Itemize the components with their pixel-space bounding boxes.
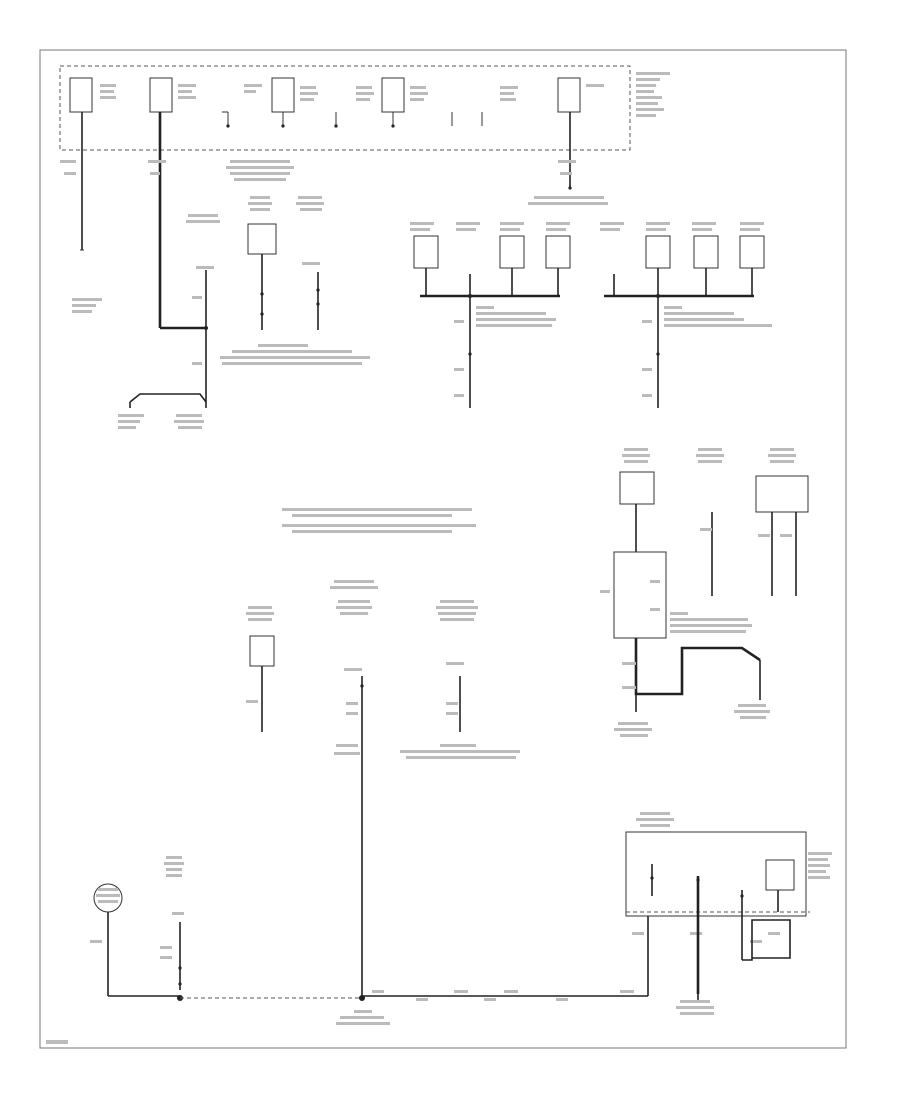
top-component-3 [271, 77, 295, 113]
top-component-group [59, 65, 670, 151]
wire-mid-route [634, 638, 761, 696]
sensor-box-1 [619, 471, 655, 505]
connector-r2 [499, 235, 525, 269]
top-component-4 [381, 77, 405, 113]
top-harness-outline [59, 65, 631, 151]
sensor-box-3 [755, 475, 809, 513]
relay-box-upper [247, 223, 277, 255]
center-lower-group [246, 580, 520, 998]
connector-r6 [739, 235, 765, 269]
page-tag [46, 1040, 68, 1044]
ground-bus [108, 990, 699, 1025]
harness-box-mid [613, 551, 667, 639]
top-component-2 [149, 77, 173, 113]
bottom-right-module [625, 812, 832, 1015]
right-upper-branch [410, 112, 772, 408]
wire-ground-split [129, 393, 207, 403]
relay-box-lower [249, 635, 275, 667]
connector-r4 [645, 235, 671, 269]
connector-r3 [545, 235, 571, 269]
center-upper-group [186, 160, 370, 365]
ground-point-center [359, 995, 365, 1001]
connector-r5 [693, 235, 719, 269]
top-component-1 [69, 77, 93, 113]
notes-block [282, 508, 476, 533]
left-upper-wires [60, 112, 208, 429]
bottom-left-group [90, 856, 184, 1001]
module-connector [765, 859, 795, 891]
right-middle-group [600, 448, 809, 737]
connector-r1 [413, 235, 439, 269]
top-component-5 [557, 77, 581, 113]
